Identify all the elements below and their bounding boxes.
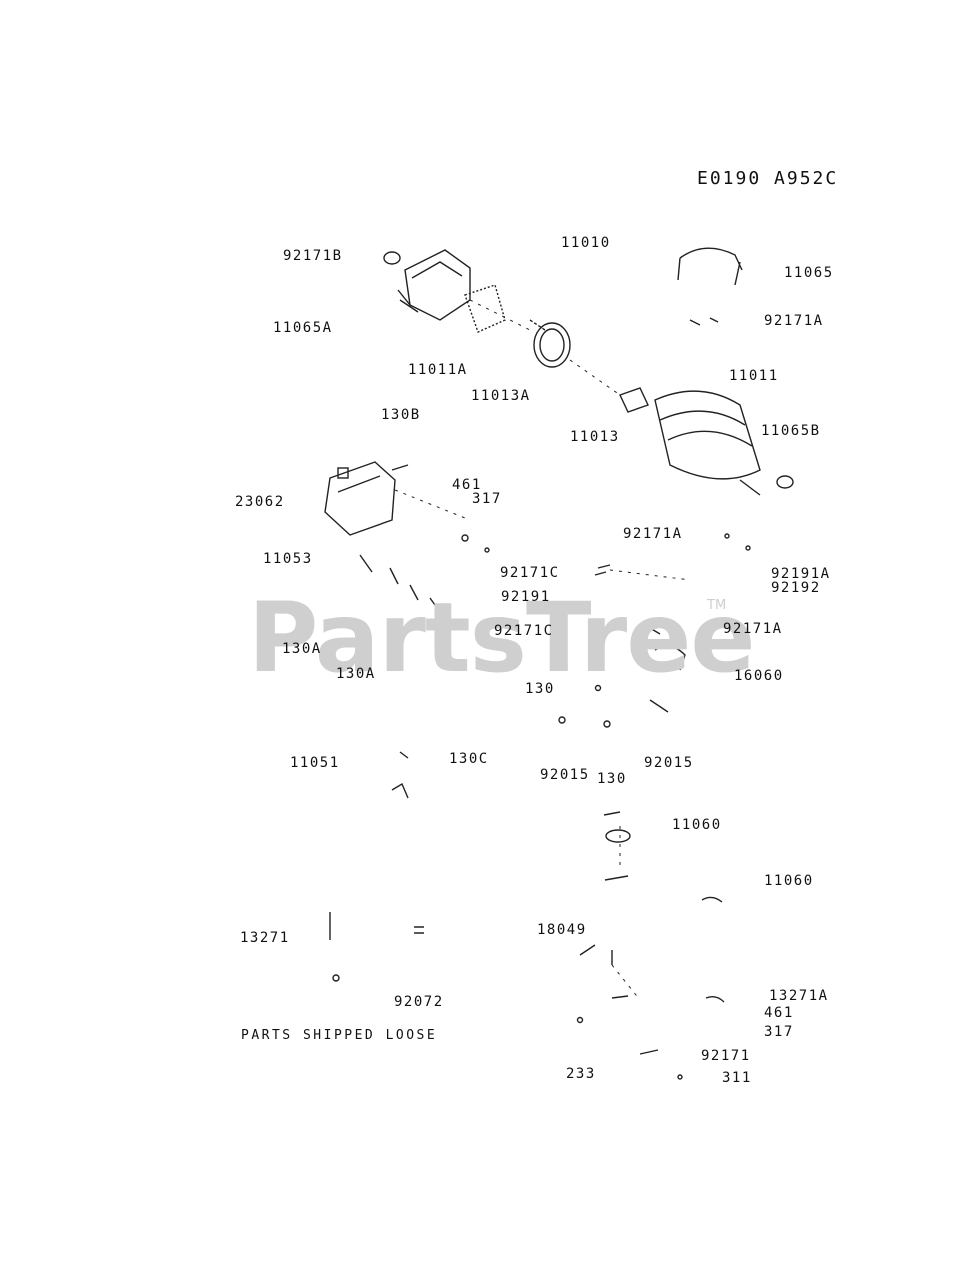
callout-label: 92015 bbox=[644, 755, 694, 771]
callout-label: 92191A bbox=[771, 566, 831, 582]
duct-11060 bbox=[603, 811, 723, 903]
callout-label: 92015 bbox=[540, 767, 590, 783]
callout-label: 16060 bbox=[734, 668, 784, 684]
callout-label: 461 bbox=[764, 1005, 794, 1021]
callout-label: 11053 bbox=[263, 551, 313, 567]
callout-label: 92171C bbox=[500, 565, 560, 581]
air-cleaner-base bbox=[619, 387, 794, 496]
callout-label: 92171A bbox=[764, 313, 824, 329]
callout-label: 11010 bbox=[561, 235, 611, 251]
gasket-ring bbox=[529, 319, 571, 368]
callout-label: 11013A bbox=[471, 388, 531, 404]
callout-label: 92191 bbox=[501, 589, 551, 605]
callout-label: 461 bbox=[452, 477, 482, 493]
callout-label: 18049 bbox=[537, 922, 587, 938]
callout-label: 11060 bbox=[672, 817, 722, 833]
callout-label: 11065A bbox=[273, 320, 333, 336]
callout-label: 11065B bbox=[761, 423, 821, 439]
callout-label: 92171A bbox=[723, 621, 783, 637]
lower-fasteners bbox=[576, 944, 725, 1080]
callout-label: 92192 bbox=[771, 580, 821, 596]
callout-label: 13271 bbox=[240, 930, 290, 946]
callout-label: 130A bbox=[282, 641, 322, 657]
small-fasteners bbox=[461, 533, 751, 728]
callout-label: 11011A bbox=[408, 362, 468, 378]
element-foam bbox=[464, 284, 506, 333]
callout-label: 11013 bbox=[570, 429, 620, 445]
callout-label: 130 bbox=[597, 771, 627, 787]
watermark-trademark: TM bbox=[707, 598, 727, 613]
callout-label: 317 bbox=[472, 491, 502, 507]
callout-label: 130B bbox=[381, 407, 421, 423]
parts-shipped-loose-note: PARTS SHIPPED LOOSE bbox=[241, 1028, 438, 1043]
callout-label: 233 bbox=[566, 1066, 596, 1082]
callout-label: 130A bbox=[336, 666, 376, 682]
element-clip bbox=[677, 247, 743, 326]
diagram-code: E0190 A952C bbox=[697, 168, 839, 189]
callout-label: 92171B bbox=[283, 248, 343, 264]
gasket-16060 bbox=[654, 645, 686, 671]
callout-label: 311 bbox=[722, 1070, 752, 1086]
callout-label: 130 bbox=[525, 681, 555, 697]
air-cleaner-cover bbox=[383, 249, 471, 321]
loose-parts bbox=[329, 912, 424, 982]
callout-label: 92171C bbox=[494, 623, 554, 639]
bracket-11051 bbox=[391, 751, 409, 799]
watermark-brand: PartsTree bbox=[248, 582, 755, 694]
carburetor-housing bbox=[324, 461, 441, 613]
callout-label: 92171 bbox=[701, 1048, 751, 1064]
callout-label: 317 bbox=[764, 1024, 794, 1040]
callout-label: 11051 bbox=[290, 755, 340, 771]
callout-label: 130C bbox=[449, 751, 489, 767]
callout-label: 11060 bbox=[764, 873, 814, 889]
explode-lines bbox=[394, 299, 691, 1001]
callout-label: 11011 bbox=[729, 368, 779, 384]
callout-label: 11065 bbox=[784, 265, 834, 281]
callout-label: 23062 bbox=[235, 494, 285, 510]
callout-label: 92072 bbox=[394, 994, 444, 1010]
callout-label: 13271A bbox=[769, 988, 829, 1004]
callout-label: 92171A bbox=[623, 526, 683, 542]
